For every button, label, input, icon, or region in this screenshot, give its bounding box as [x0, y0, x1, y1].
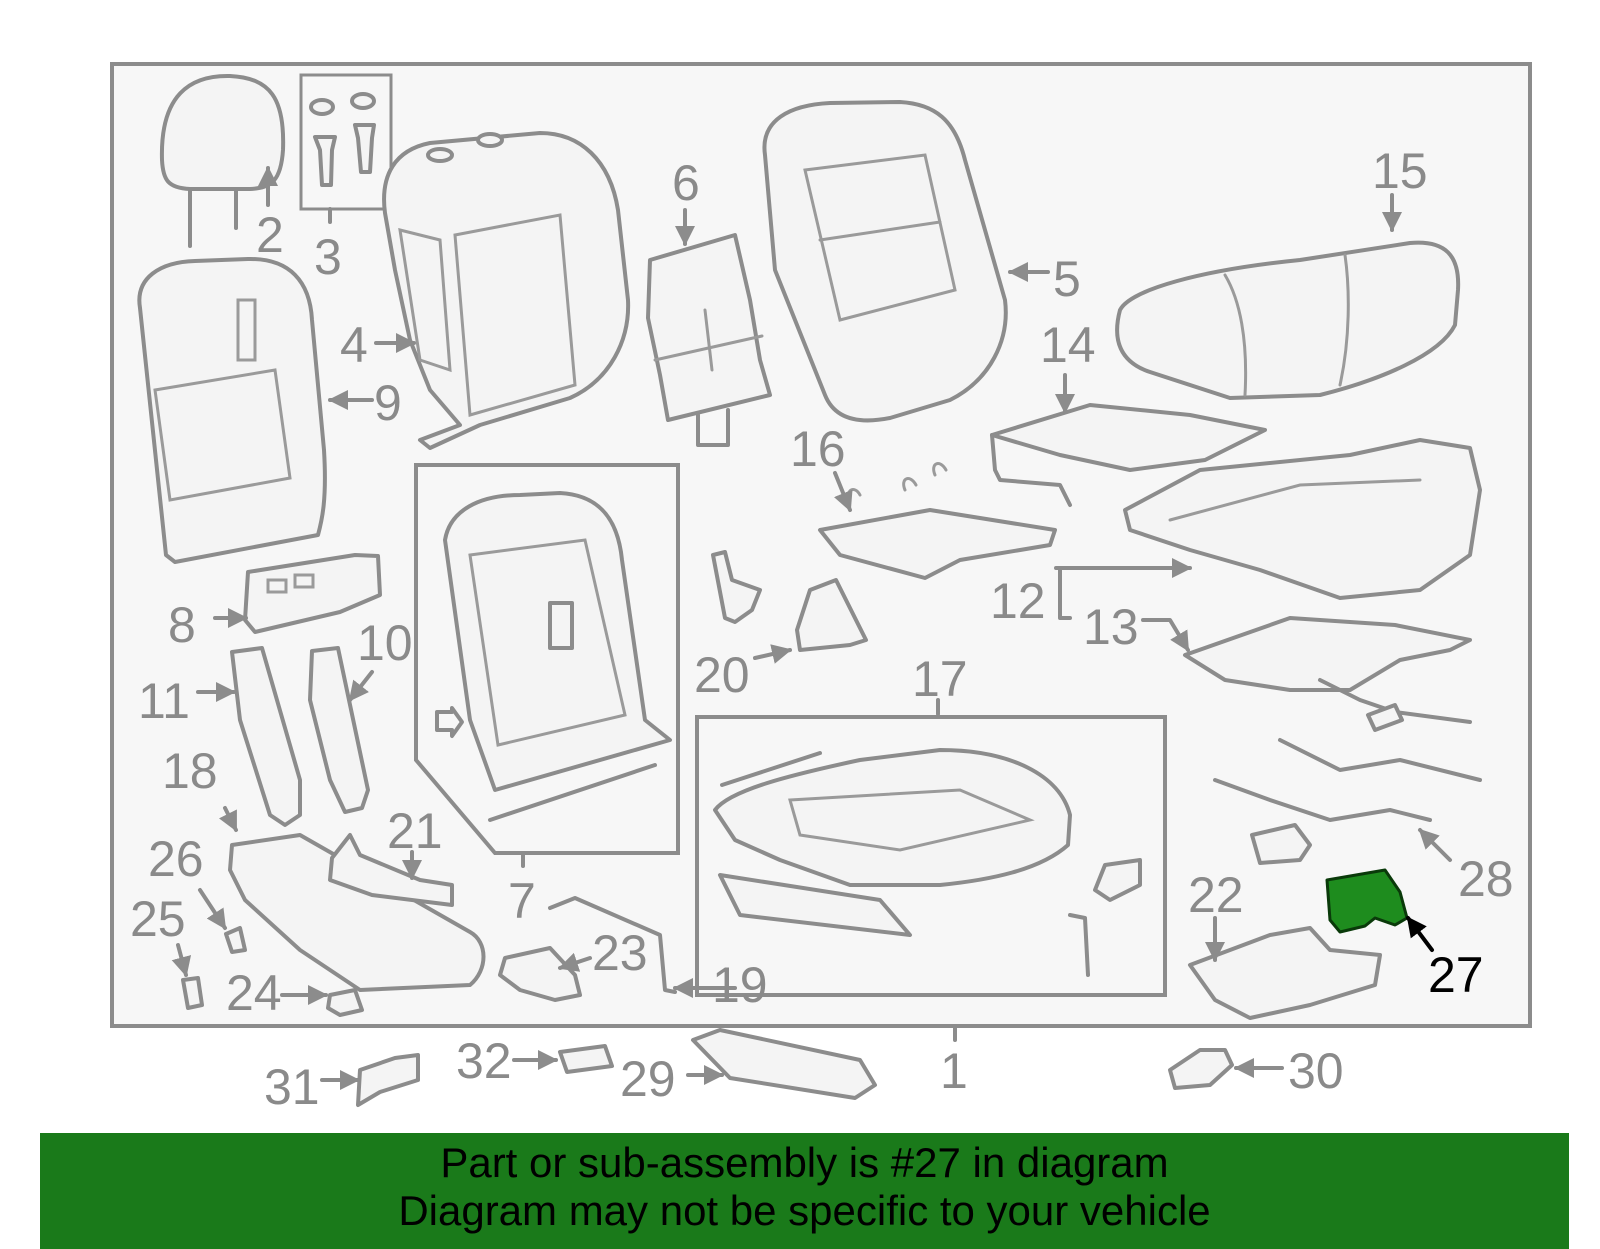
callout-24: 24: [226, 965, 282, 1021]
callout-16: 16: [790, 421, 846, 477]
callout-10: 10: [357, 615, 413, 671]
callout-3: 3: [314, 229, 342, 285]
callout-9: 9: [374, 375, 402, 431]
part-cover-24: [326, 988, 364, 1017]
part-cap-25: [181, 976, 204, 1010]
callout-14: 14: [1040, 317, 1096, 373]
part-trim-29: [691, 1028, 877, 1100]
part-seat-back-panel: [382, 131, 631, 450]
part-headrest-guides: [299, 73, 393, 224]
part-cushion-pan: [1123, 438, 1482, 600]
callout-32: 32: [456, 1033, 512, 1089]
part-clip-30: [1168, 1048, 1234, 1090]
callout-15: 15: [1372, 143, 1428, 199]
part-back-frame: [137, 256, 327, 564]
part-seat-back-cover: [762, 100, 1008, 423]
part-pad-14: [990, 403, 1267, 507]
part-trim-18: [228, 833, 486, 992]
callout-12: 12: [990, 573, 1046, 629]
callout-25: 25: [130, 891, 186, 947]
part-27-highlighted: [1325, 868, 1409, 934]
part-wire-harness: [1213, 678, 1482, 865]
callout-28: 28: [1458, 851, 1514, 907]
callout-17: 17: [912, 651, 968, 707]
part-side-panel-10: [308, 646, 370, 814]
part-frame-inset: [414, 463, 680, 855]
part-seat-track-assembly: [695, 715, 1167, 997]
callout-23: 23: [592, 925, 648, 981]
banner-line-part: Part or sub-assembly is #27 in diagram: [440, 1139, 1169, 1186]
callout-27-highlighted: 27: [1428, 947, 1484, 1003]
part-pad-13: [1183, 616, 1472, 692]
callout-31: 31: [264, 1059, 320, 1115]
callout-6: 6: [672, 155, 700, 211]
part-headrest: [159, 73, 286, 248]
callout-11: 11: [138, 673, 190, 729]
callout-8: 8: [168, 597, 196, 653]
callout-26: 26: [148, 831, 204, 887]
callout-22: 22: [1188, 867, 1244, 923]
callout-2: 2: [256, 207, 284, 263]
callout-4: 4: [340, 317, 368, 373]
callout-18: 18: [162, 743, 218, 799]
callout-5: 5: [1053, 251, 1081, 307]
part-clip-32: [558, 1044, 614, 1074]
part-cap-26: [224, 926, 247, 954]
part-side-panel-11: [230, 646, 302, 827]
part-tray-22: [1188, 926, 1382, 1020]
callout-29: 29: [620, 1051, 676, 1107]
callout-13: 13: [1083, 599, 1139, 655]
callout-20: 20: [694, 647, 750, 703]
info-banner: Part or sub-assembly is #27 in diagram D…: [40, 1133, 1569, 1249]
leader-lines: [171, 166, 1452, 1090]
part-springs: [818, 462, 1057, 580]
part-bracket-upper: [711, 550, 762, 624]
callout-30: 30: [1288, 1043, 1344, 1099]
part-rod-19: [548, 896, 677, 994]
callout-7: 7: [508, 873, 536, 929]
part-back-insert: [646, 233, 772, 447]
callout-1: 1: [940, 1043, 968, 1099]
part-cushion-cover: [1115, 240, 1461, 400]
callout-21: 21: [387, 803, 443, 859]
callout-19: 19: [712, 957, 768, 1013]
part-bracket-20: [795, 578, 868, 652]
part-clip-31: [356, 1053, 420, 1107]
banner-line-disclaimer: Diagram may not be specific to your vehi…: [398, 1187, 1211, 1234]
part-trim-21: [328, 833, 454, 907]
